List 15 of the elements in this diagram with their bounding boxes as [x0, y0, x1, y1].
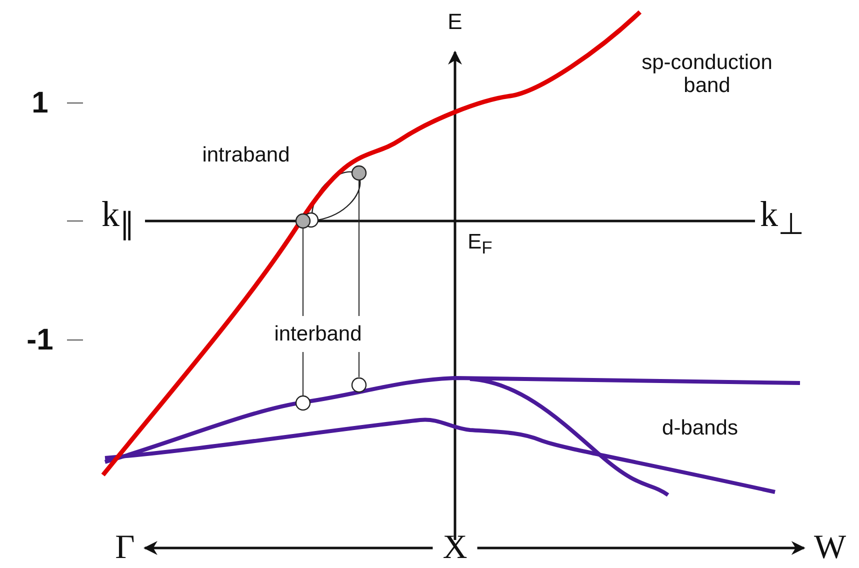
point-label: Γ	[113, 531, 137, 565]
band-label: sp-conduction band	[640, 50, 774, 98]
arrow	[477, 541, 806, 555]
axis-label: k$_{∥}$	[102, 194, 134, 242]
transition-label: interband	[274, 322, 362, 346]
band-label: d-bands	[662, 416, 738, 440]
transition-label: intraband	[202, 143, 290, 167]
point-label: W	[812, 531, 848, 565]
tick-label: 1	[32, 86, 48, 120]
axis-label: E	[448, 10, 462, 34]
fermi-level-label: E$_{F}$	[468, 230, 492, 258]
tick-label: -1	[26, 324, 54, 356]
axis-label: k$_{⊥}$	[760, 194, 804, 242]
arrow	[143, 541, 433, 555]
point-label: X	[440, 531, 470, 565]
